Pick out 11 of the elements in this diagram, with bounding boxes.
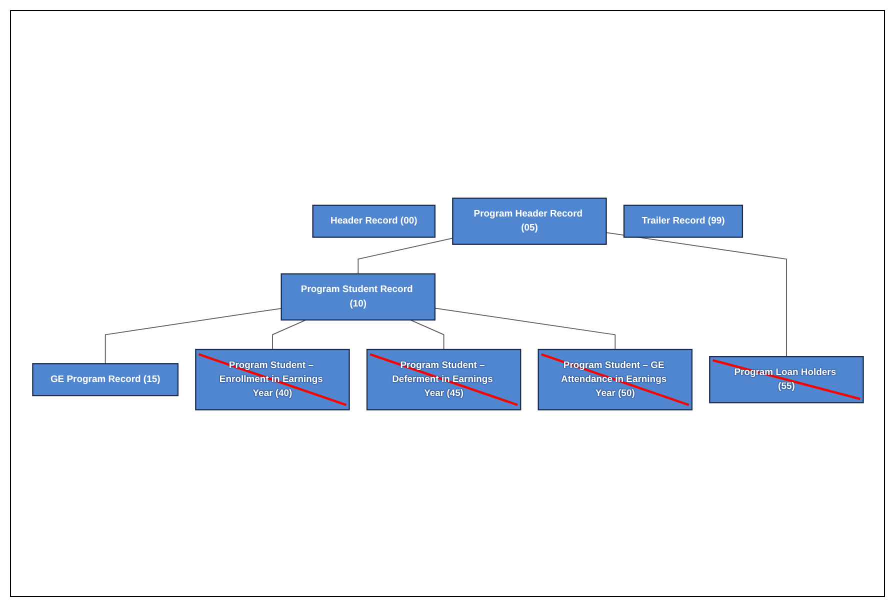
node-box: Header Record (00) xyxy=(312,204,436,238)
node-box: Program Header Record (05) xyxy=(452,197,606,244)
connector xyxy=(409,319,444,350)
node-box: GE Program Record (15) xyxy=(32,362,178,396)
connector xyxy=(272,319,306,350)
connector xyxy=(357,237,453,274)
node-box: Trailer Record (99) xyxy=(622,204,743,238)
connector xyxy=(434,307,616,350)
node-box: Program Student Record (10) xyxy=(280,272,436,320)
connector xyxy=(605,232,786,357)
connector xyxy=(104,307,282,364)
